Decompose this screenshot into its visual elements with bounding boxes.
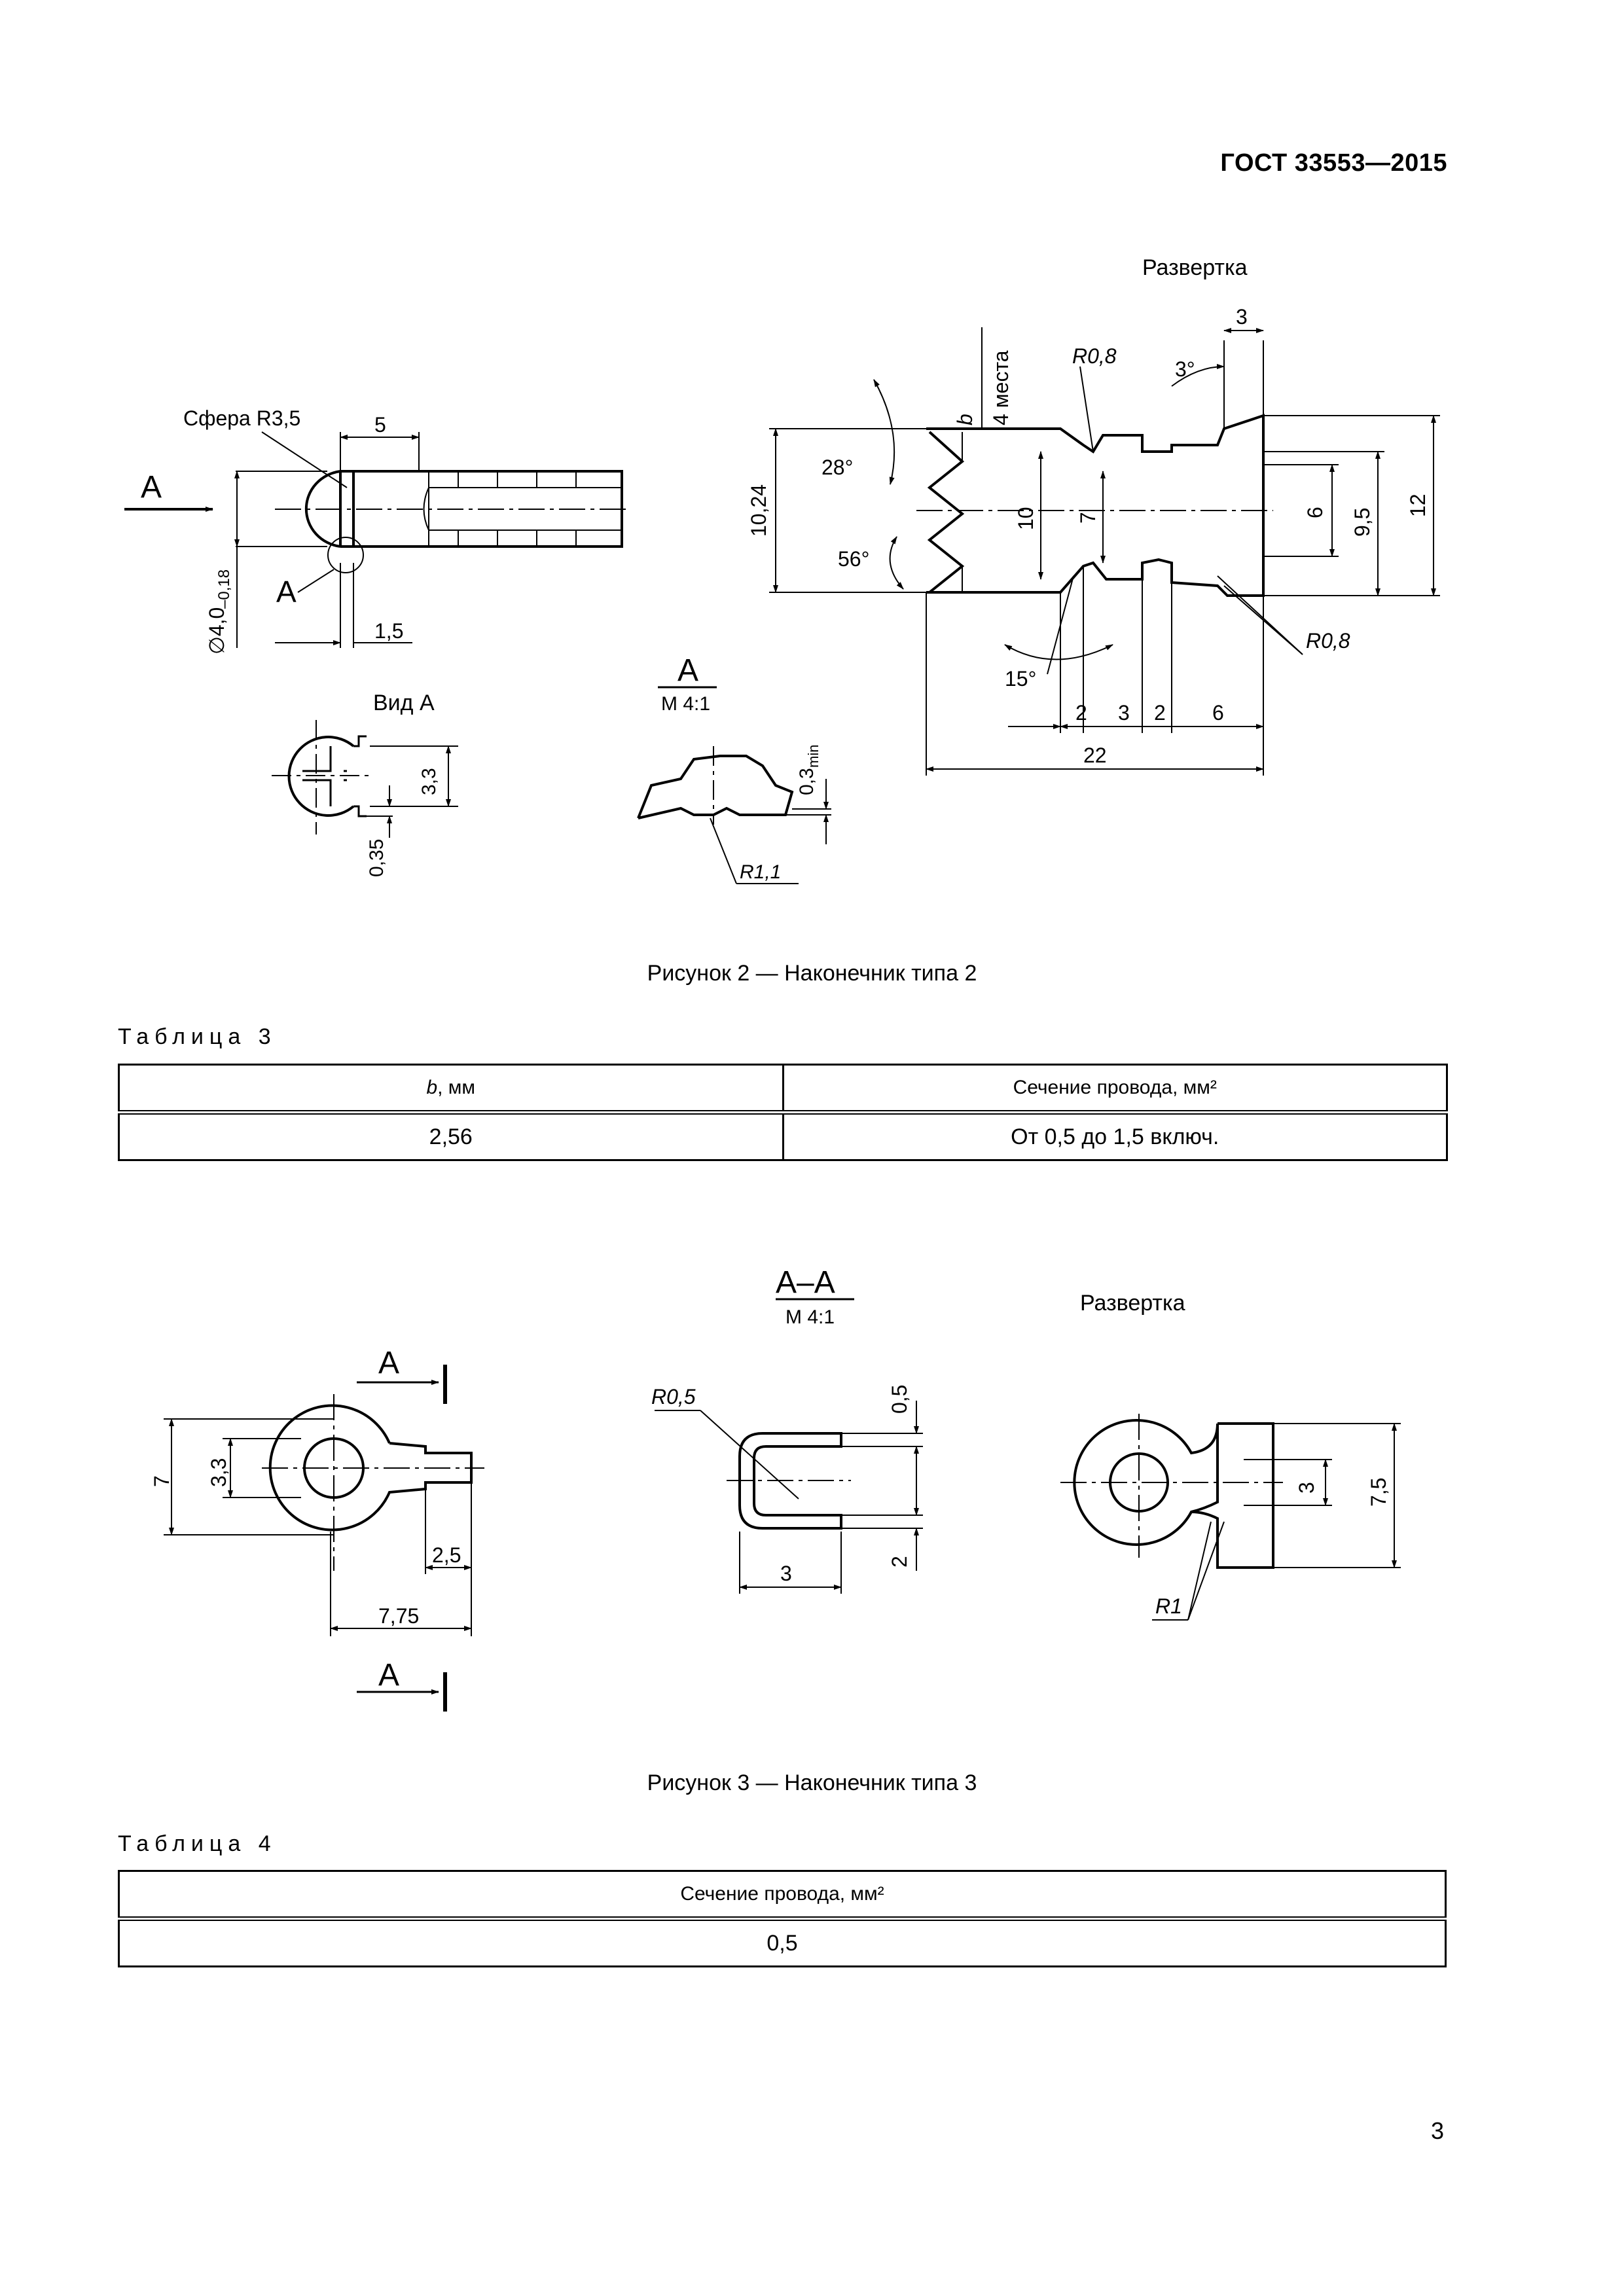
dim-1-5: 1,5 [374,619,403,643]
detail-a-letter: A [677,653,698,688]
figure-2-drawing: Сфера R3,5 5 A A 1,5 ∅4,0 –0,18 Вид А 3,… [124,255,1440,884]
dim-6: 6 [1303,507,1327,518]
dim-7-75: 7,75 [378,1604,419,1628]
section-mark-a-bottom: A [378,1658,399,1693]
table-3: b, мм Сечение провода, мм² 2,56 От 0,5 д… [118,1064,1448,1161]
razvertka-title: Развертка [1142,255,1248,280]
diameter-tolerance: –0,18 [215,569,233,609]
circle-a-label: A [276,575,297,609]
section-aa-scale: M 4:1 [785,1306,835,1328]
dim-10: 10 [1014,507,1038,530]
four-places-label: 4 места [989,350,1013,425]
detail-a-scale: M 4:1 [661,693,710,715]
r0-8-top: R0,8 [1072,344,1117,368]
table-3-header-section: Сечение провода, мм² [782,1064,1448,1115]
dim-3-3: 3,3 [207,1458,230,1487]
table-3-label: Таблица 3 [118,1024,277,1049]
view-a-title: Вид А [373,691,435,715]
table-4-cell-section: 0,5 [118,1918,1447,1967]
dim-22: 22 [1083,744,1107,767]
dim-0-3: 0,3 [796,768,818,795]
dim-3-right: 3 [1295,1482,1318,1494]
section-mark-a-top: A [378,1346,399,1380]
dim-0-3-min: min [805,745,821,768]
razvertka3-title: Развертка [1080,1291,1185,1316]
dim-7: 7 [1076,512,1100,524]
figure-3-drawing: A A 7 3,3 2,5 7,75 А–А M 4:1 R0,5 0,5 2 … [150,1265,1401,1712]
dim-2a: 2 [1075,701,1087,725]
diameter-label: ∅4,0 [205,607,228,655]
dim-5: 5 [374,413,386,437]
dim-7: 7 [150,1475,173,1487]
dim-12: 12 [1406,493,1430,517]
r1-label: R1 [1155,1594,1182,1618]
page-number: 3 [1430,2117,1444,2144]
dim-10-24: 10,24 [747,484,770,537]
section-aa-drawing [655,1401,923,1594]
dim-3: 3 [780,1562,792,1585]
r0-5-label: R0,5 [651,1385,696,1408]
sphere-label: Сфера R3,5 [183,406,300,430]
type3-top-view [164,1365,484,1712]
view-a-drawing [272,720,458,838]
razvertka-drawing [769,327,1440,776]
section-aa-title: А–А [776,1265,835,1300]
table-3-header-b: b, мм [118,1064,784,1115]
table-4: Сечение провода, мм² 0,5 [118,1870,1447,1967]
figure-2-caption: Рисунок 2 — Наконечник типа 2 [647,961,977,986]
dim-2b: 2 [1154,701,1166,725]
r0-8-bottom: R0,8 [1306,629,1350,653]
razvertka3-drawing [1060,1414,1401,1621]
dim-0-5: 0,5 [888,1385,911,1414]
standard-designation: ГОСТ 33553—2015 [1220,149,1447,177]
dim-3b: 3 [1118,701,1130,725]
angle-3: 3° [1175,357,1195,381]
dim-0-35: 0,35 [366,839,388,877]
detail-a-drawing [637,746,831,884]
angle-56: 56° [838,547,869,571]
dim-3-top: 3 [1236,305,1248,329]
angle-15: 15° [1005,667,1036,691]
arrow-a-label: A [141,470,162,505]
dim-3-3: 3,3 [418,768,440,795]
dim-6b: 6 [1212,701,1224,725]
r1-1-label: R1,1 [740,861,781,883]
table-4-header-section: Сечение провода, мм² [118,1870,1447,1921]
figure-3-caption: Рисунок 3 — Наконечник типа 3 [647,1770,977,1795]
b-label: b [953,414,977,425]
table-3-cell-section: От 0,5 до 1,5 включ. [782,1111,1448,1161]
dim-2-5: 2,5 [432,1543,461,1567]
dim-2: 2 [888,1556,911,1568]
dim-9-5: 9,5 [1350,508,1374,537]
dim-7-5: 7,5 [1367,1478,1390,1507]
table-3-header-b-unit: , мм [437,1077,476,1098]
angle-28: 28° [821,456,853,479]
table-4-label: Таблица 4 [118,1831,277,1856]
table-3-cell-b: 2,56 [118,1111,784,1161]
